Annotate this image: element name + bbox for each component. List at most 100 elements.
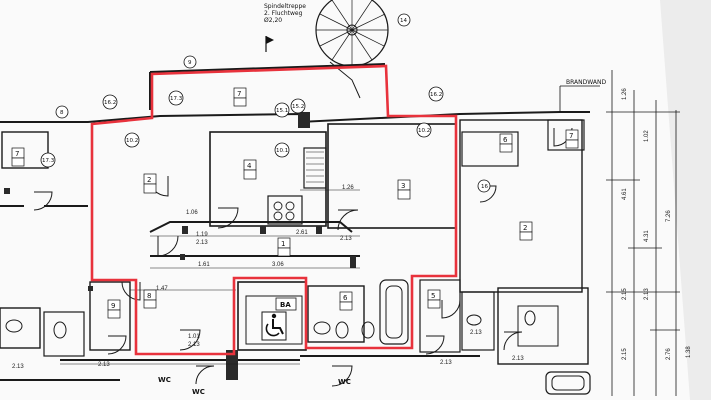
svg-text:16.2: 16.2 (430, 92, 442, 98)
dim-8: 3.06 (272, 262, 284, 268)
dim-13: 2.13 (12, 364, 24, 370)
vdim-1: 1.26 (622, 88, 628, 100)
stair-diameter: Ø2,20 (264, 17, 282, 24)
room-tag-2: 2 (143, 173, 157, 194)
vdim-10: 2.76 (666, 348, 672, 360)
callouts: 9 14 8 17.3 16.2 15.1 15.2 16.2 17.3 10.… (40, 13, 491, 193)
bathtub-icon (385, 285, 585, 391)
room-7-number: 7 (237, 90, 241, 98)
room-tag-2b: 2 (519, 221, 533, 241)
vdim-5: 7.26 (666, 210, 672, 222)
dim-1: 1.26 (342, 185, 354, 191)
horizontal-dimension-lines (60, 189, 360, 365)
svg-text:15.1: 15.1 (276, 108, 288, 114)
vdim-4: 4.31 (644, 230, 650, 242)
room-2b-number: 2 (523, 224, 527, 232)
hatched-walls (4, 112, 356, 380)
callout-17-3-left: 17.3 (40, 152, 56, 168)
room-7b-number: 7 (15, 150, 19, 158)
room-ba-label: BA (280, 301, 291, 309)
callout-10-1: 10.1 (274, 142, 290, 158)
room-tag-5: 5 (427, 289, 441, 309)
svg-text:16.2: 16.2 (104, 100, 116, 106)
room-tag-7: 7 (233, 87, 247, 107)
vdim-2: 4.61 (622, 188, 628, 200)
room-tag-7b: 7 (11, 147, 25, 167)
wc-label-3: WC (338, 378, 351, 386)
stair-title-1: Spindeltreppe (264, 3, 306, 10)
room-tag-8: 8 (143, 289, 157, 309)
wheelchair-icon (261, 311, 287, 341)
vdim-3: 1.02 (644, 130, 650, 142)
svg-text:17.3: 17.3 (170, 96, 183, 102)
callout-14: 14 (397, 13, 411, 27)
vdim-8: 2.13 (644, 288, 650, 300)
dim-9: 1.47 (156, 286, 168, 292)
doors (33, 127, 573, 387)
dim-4: 2.13 (196, 240, 208, 246)
room-9-number: 9 (111, 302, 115, 310)
room-3-number: 3 (401, 182, 405, 190)
dim-15: 2.13 (512, 356, 524, 362)
room-tag-6b: 6 (499, 133, 513, 153)
svg-text:14: 14 (400, 18, 407, 24)
room-8-number: 8 (147, 292, 151, 300)
sink-icon (5, 314, 482, 335)
dim-5: 2.61 (296, 230, 308, 236)
svg-text:17.3: 17.3 (42, 158, 55, 164)
callout-9: 9 (183, 55, 197, 69)
wc-label-1: WC (158, 376, 171, 384)
north-flag-icon (265, 36, 274, 52)
room-6-number: 6 (343, 294, 348, 302)
room-6b-number: 6 (503, 136, 508, 144)
room-tag-9: 9 (107, 299, 121, 319)
svg-text:10.2: 10.2 (418, 128, 430, 134)
vdim-9: 2.15 (622, 348, 628, 360)
room-tags: 2 4 3 1 7 6 5 (11, 87, 579, 319)
toilet-icon (53, 310, 536, 339)
room-tag-1: 1 (277, 237, 291, 257)
callout-15-1: 15.1 (274, 102, 290, 118)
room-1-number: 1 (281, 240, 285, 248)
dim-11: 2.13 (188, 342, 200, 348)
vdim-6: 1.38 (686, 346, 692, 358)
dim-2: 1.06 (186, 210, 198, 216)
room-tag-3: 3 (397, 179, 411, 200)
svg-text:10.2: 10.2 (126, 138, 138, 144)
callout-16-2-right: 16.2 (428, 86, 444, 102)
callout-16-2-left: 16.2 (102, 94, 118, 110)
room-ba-tag (275, 297, 297, 311)
callout-8-left: 8 (55, 105, 69, 119)
callout-17-3-top: 17.3 (168, 90, 184, 106)
vertical-dimension-lines (606, 70, 680, 396)
dim-6: 2.13 (340, 236, 352, 242)
svg-text:9: 9 (188, 60, 192, 66)
room-2-number: 2 (147, 176, 151, 184)
svg-text:15.2: 15.2 (292, 104, 304, 110)
room-tag-6: 6 (339, 291, 353, 311)
room-4-number: 4 (247, 162, 252, 170)
dim-10: 1.01 (188, 334, 200, 340)
kitchen-counter-lines (306, 151, 324, 183)
vdim-7: 2.15 (622, 288, 628, 300)
stove (273, 201, 295, 221)
callout-10-2-left: 10.2 (124, 132, 140, 148)
svg-text:10.1: 10.1 (276, 148, 288, 154)
room-5-number: 5 (431, 292, 435, 300)
svg-text:8: 8 (60, 110, 64, 116)
dim-16: 2.13 (470, 330, 482, 336)
callout-16: 16 (477, 179, 491, 193)
stair-title-2: 2. Fluchtweg (264, 10, 303, 17)
dim-14: 2.13 (440, 360, 452, 366)
dim-7: 1.61 (198, 262, 210, 268)
dim-12: 2.13 (98, 362, 110, 368)
apartment-outline (90, 64, 458, 356)
callout-10-2-right: 10.2 (416, 122, 432, 138)
svg-text:16: 16 (481, 184, 488, 190)
room-tag-4: 4 (243, 159, 257, 180)
walls (0, 63, 591, 395)
brandwand-label: BRANDWAND (566, 79, 606, 86)
dim-3: 1.19 (196, 232, 208, 238)
